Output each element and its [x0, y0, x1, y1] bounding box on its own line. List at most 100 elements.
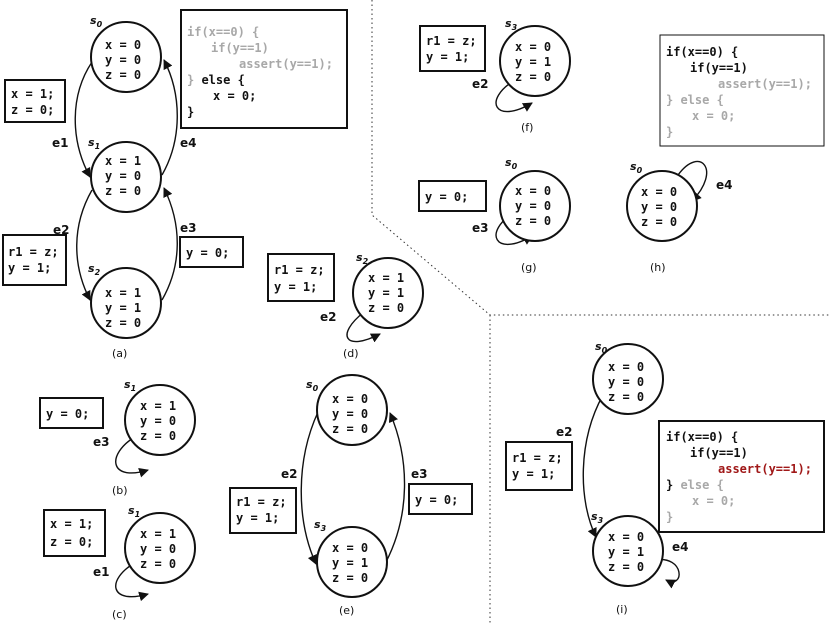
state-d-s2 — [352, 257, 424, 329]
state-value: z = 0 — [140, 429, 176, 443]
caption: (a) — [112, 347, 127, 360]
state-value: y = 1 — [368, 286, 404, 300]
state-value: y = 0 — [140, 414, 176, 428]
action-line: y = 0; — [186, 246, 229, 260]
state-value: x = 0 — [105, 38, 141, 52]
state-value: y = 0 — [140, 542, 176, 556]
state-a-s2 — [90, 267, 162, 339]
state-value: y = 1 — [105, 301, 141, 315]
state-value: y = 0 — [332, 407, 368, 421]
state-value: y = 1 — [608, 545, 644, 559]
edge-label: e4 — [672, 540, 689, 554]
state-value: y = 0 — [641, 200, 677, 214]
action-line: x = 1; — [50, 517, 93, 531]
state-c-s1 — [124, 512, 196, 584]
state-label: s1 — [124, 378, 136, 393]
edge-i-e2 — [582, 394, 604, 538]
caption: (e) — [339, 604, 354, 617]
code-line: if(y==1) — [690, 61, 748, 75]
state-value: z = 0 — [105, 184, 141, 198]
edge-f-e2 — [495, 79, 533, 113]
state-value: z = 0 — [105, 316, 141, 330]
state-value: z = 0 — [515, 70, 551, 84]
caption: (c) — [112, 608, 127, 621]
edge-i-e4 — [654, 558, 680, 589]
state-value: z = 0 — [368, 301, 404, 315]
action-line: r1 = z; — [236, 495, 287, 509]
edge-h-e4 — [677, 161, 708, 202]
edge-label: e1 — [93, 565, 110, 579]
state-value: z = 0 — [608, 560, 644, 574]
panel-h: if(x==0) { if(y==1) assert(y==1); } else… — [626, 34, 825, 274]
action-box — [267, 253, 335, 302]
state-value: z = 0 — [515, 214, 551, 228]
code-line: if(x==0) { — [187, 25, 259, 39]
code-line: } — [666, 125, 673, 139]
caption: (g) — [521, 261, 537, 274]
edge-label: e2 — [472, 77, 489, 91]
edge-label: e3 — [411, 467, 428, 481]
edge-label: e3 — [180, 221, 197, 235]
action-box — [39, 397, 104, 429]
state-value: y = 0 — [515, 199, 551, 213]
panel-d: s2 x = 1 y = 1 z = 0 r1 = z; y = 1; e2 (… — [267, 251, 424, 360]
edge-label: e3 — [93, 435, 110, 449]
state-label: s3 — [591, 510, 604, 525]
code-line: } else { — [666, 478, 724, 492]
edge-a-e3 — [161, 187, 178, 301]
state-e-s3 — [316, 526, 388, 598]
code-line: } — [187, 105, 194, 119]
action-line: z = 0; — [50, 535, 93, 549]
state-value: y = 0 — [105, 169, 141, 183]
action-line: y = 1; — [426, 50, 469, 64]
action-box — [408, 483, 473, 515]
code-box — [180, 9, 348, 129]
code-line: } else { — [666, 93, 724, 107]
state-f-s3 — [499, 25, 571, 97]
code-line: } — [666, 510, 673, 524]
state-i-s0 — [592, 343, 664, 415]
action-line: y = 1; — [274, 280, 317, 294]
code-line: x = 0; — [692, 494, 735, 508]
action-line: y = 1; — [8, 261, 51, 275]
state-label: s1 — [88, 136, 100, 151]
state-value: x = 1 — [105, 286, 141, 300]
code-line: if(y==1) — [211, 41, 269, 55]
code-line: if(y==1) — [690, 446, 748, 460]
edge-e-e2 — [300, 411, 319, 565]
panel-f: s3 x = 0 y = 1 z = 0 r1 = z; y = 1; e2 (… — [419, 17, 571, 134]
edge-label: e2 — [320, 310, 337, 324]
action-box — [179, 236, 244, 268]
state-label: s0 — [90, 14, 103, 29]
state-value: x = 0 — [332, 392, 368, 406]
edge-a-e2 — [76, 189, 93, 301]
edge-label: e4 — [180, 136, 197, 150]
action-line: y = 0; — [46, 407, 89, 421]
panel-b: s1 x = 1 y = 0 z = 0 y = 0; e3 (b) — [39, 378, 196, 497]
state-i-s3 — [592, 515, 664, 587]
action-line: y = 1; — [512, 467, 555, 481]
edge-label: e2 — [53, 223, 70, 237]
edge-e-e3 — [385, 412, 406, 563]
code-line: if(x==0) { — [666, 45, 738, 59]
state-label: s0 — [595, 340, 608, 355]
action-box — [419, 25, 486, 72]
edge-c-e1 — [115, 561, 149, 602]
state-value: z = 0 — [332, 422, 368, 436]
action-box — [4, 79, 66, 123]
state-value: x = 1 — [368, 271, 404, 285]
code-line: if(x==0) { — [666, 430, 738, 444]
action-box — [229, 487, 297, 534]
action-line: z = 0; — [11, 103, 54, 117]
panel-g: s0 x = 0 y = 0 z = 0 y = 0; e3 (g) — [418, 156, 571, 274]
state-label: s2 — [356, 251, 369, 266]
state-label: s0 — [306, 378, 319, 393]
code-line: assert(y==1); — [718, 462, 812, 476]
edge-label: e2 — [281, 467, 298, 481]
edge-a-e4 — [161, 59, 178, 176]
edge-label: e2 — [556, 425, 573, 439]
action-line: r1 = z; — [8, 245, 59, 259]
state-value: z = 0 — [332, 571, 368, 585]
panel-i: s0 x = 0 y = 0 z = 0 s3 x = 0 y = 1 z = … — [505, 340, 825, 616]
state-value: x = 1 — [140, 527, 176, 541]
